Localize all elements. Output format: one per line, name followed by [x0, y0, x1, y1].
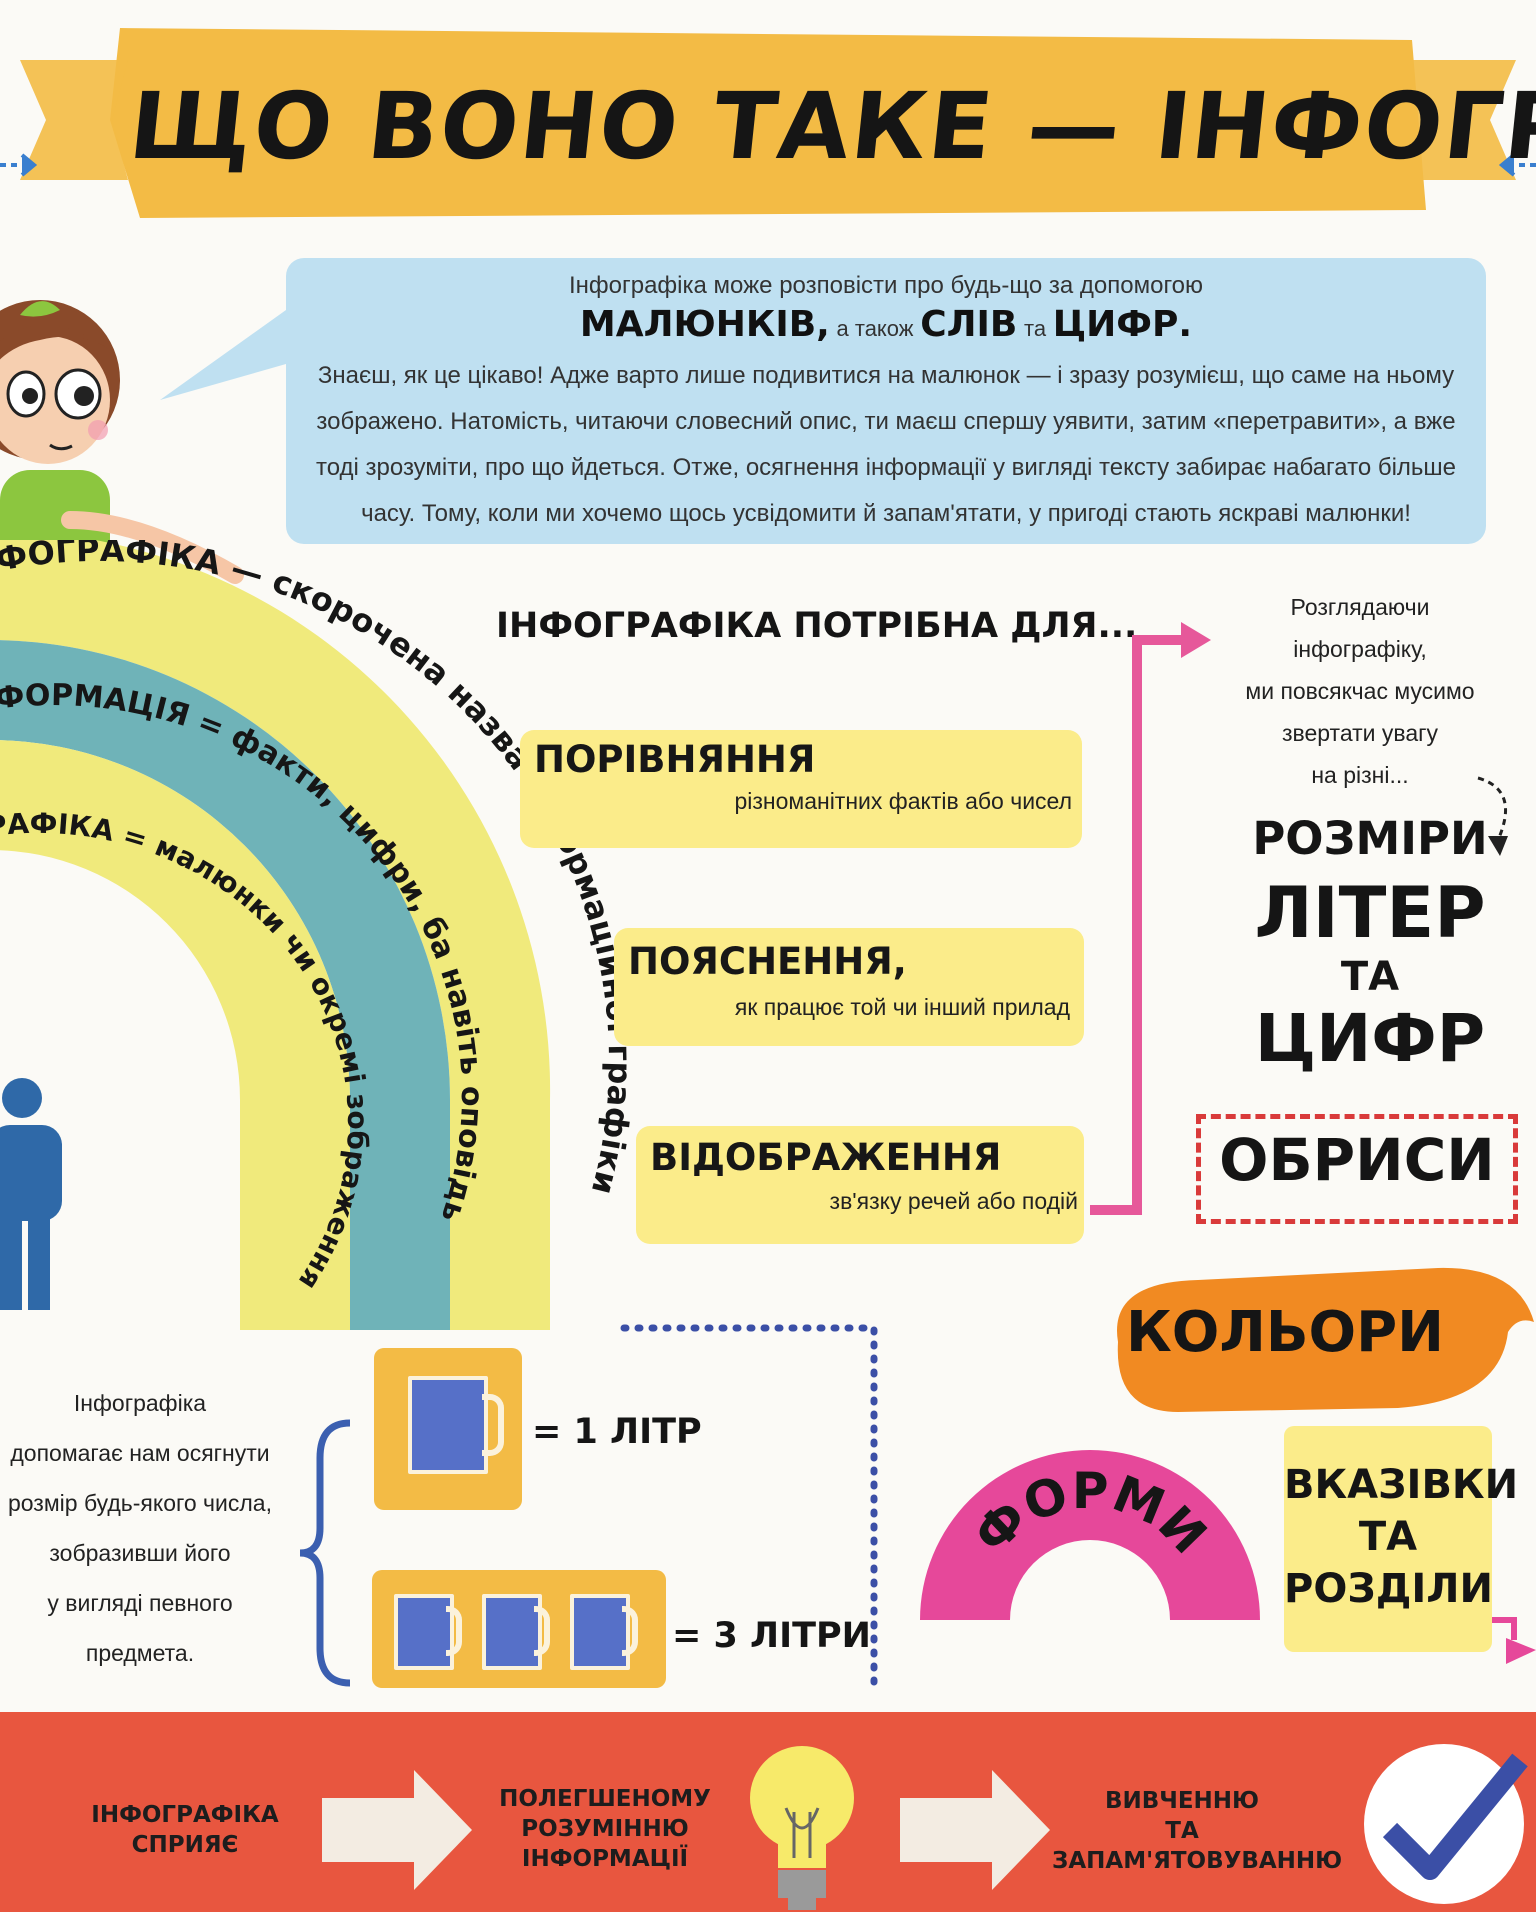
right-intro-line: інфографіку,: [1293, 636, 1427, 662]
bubble-keywords: МАЛЮНКІВ, а також СЛІВ та ЦИФР.: [286, 304, 1486, 345]
bottom-step3-line: ЗАПАМ'ЯТОВУВАННЮ: [1052, 1848, 1343, 1874]
bubble-tail: [160, 300, 300, 400]
bottom-step2-line: ПОЛЕГШЕНОМУ: [499, 1786, 711, 1812]
pointers-line1: ВКАЗІВКИ: [1284, 1462, 1519, 1508]
jar-icon: [482, 1594, 542, 1670]
jar-handle: [622, 1606, 638, 1656]
right-intro-line: на різні...: [1311, 762, 1409, 788]
liters-note-line: допомагає нам осягнути: [10, 1440, 270, 1466]
page-title: ЩО ВОНО ТАКЕ — ІНФОГРАФІКА?: [124, 73, 1536, 180]
liters-note-line: Інфографіка: [73, 1390, 207, 1416]
arrow-left-icon: [0, 153, 38, 177]
brace-icon: [300, 1419, 351, 1687]
bubble-paragraph-line: зображено. Натомість, читаючи словесний …: [316, 408, 1456, 435]
need-title: ПОРІВНЯННЯ: [534, 738, 816, 781]
jar-icon: [570, 1594, 630, 1670]
checkmark-icon: [1364, 1744, 1528, 1904]
dotted-connector: [620, 1324, 878, 1686]
arrow-right-icon: [900, 1770, 1050, 1890]
bubble-paragraph-line: тоді зрозуміти, про що йдеться. Отже, ос…: [315, 454, 1457, 481]
bottom-step1: ІНФОГРАФІКА СПРИЯЄ: [80, 1800, 290, 1860]
bottom-step3: ВИВЧЕННЮ ТА ЗАПАМ'ЯТОВУВАННЮ: [1052, 1786, 1343, 1876]
sizes-line2: ЛІТЕР: [1254, 872, 1486, 954]
speech-bubble: Інфографіка може розповісти про будь-що …: [286, 258, 1486, 544]
pointers-line3: РОЗДІЛИ: [1284, 1566, 1493, 1612]
jar-icon: [394, 1594, 454, 1670]
sizes-line1: РОЗМІРИ: [1252, 812, 1488, 865]
one-liter-label: = 1 ЛІТР: [532, 1412, 702, 1452]
need-item: [614, 928, 1084, 1046]
jar-box-one: [374, 1348, 522, 1510]
person-icon: [0, 1078, 62, 1310]
pointers-line2: ТА: [1358, 1514, 1418, 1560]
bottom-step2-line: ІНФОРМАЦІЇ: [521, 1846, 689, 1872]
colors-label: КОЛЬОРИ: [1125, 1300, 1445, 1365]
jar-handle: [482, 1394, 504, 1456]
connector-also: а також: [836, 316, 914, 341]
arrow-right-icon: [322, 1770, 472, 1890]
bottom-step3-line: ТА: [1165, 1818, 1199, 1844]
bottom-step2: ПОЛЕГШЕНОМУ РОЗУМІННЮ ІНФОРМАЦІЇ: [480, 1784, 730, 1874]
bottom-step1-line: ІНФОГРАФІКА: [91, 1802, 279, 1828]
keyword-numbers: ЦИФР.: [1052, 304, 1193, 345]
liters-note: Інфографіка допомагає нам осягнути розмі…: [0, 1378, 280, 1678]
pointers-box: [1284, 1426, 1492, 1652]
need-title: ВІДОБРАЖЕННЯ: [650, 1136, 1002, 1179]
jar-handle: [534, 1606, 550, 1656]
sizes-line4: ЦИФР: [1254, 1000, 1486, 1077]
right-intro-line: Розглядаючи: [1290, 594, 1430, 620]
three-liters-label: = 3 ЛІТРИ: [672, 1616, 871, 1656]
right-intro-line: ми повсякчас мусимо: [1245, 678, 1475, 704]
keyword-words: СЛІВ: [920, 304, 1018, 345]
bubble-paragraph-line: часу. Тому, коли ми хочемо щось усвідоми…: [361, 500, 1411, 527]
bubble-intro: Інфографіка може розповісти про будь-що …: [568, 272, 1204, 299]
right-intro: Розглядаючи інфографіку, ми повсякчас му…: [1210, 586, 1510, 796]
jar-box-three: [372, 1570, 666, 1688]
pink-arrow-icon: [1090, 622, 1211, 1215]
need-subtitle: зв'язку речей або подій: [829, 1188, 1078, 1214]
outlines-label: ОБРИСИ: [1219, 1126, 1495, 1194]
bottom-step1-line: СПРИЯЄ: [131, 1832, 239, 1858]
rainbow-diagram: ІНФОГРАФІКА — скорочена назва інформацій…: [0, 540, 639, 1330]
liters-note-line: розмір будь-якого числа,: [7, 1490, 272, 1516]
outlines-box: [1196, 1114, 1518, 1224]
bottom-step2-line: РОЗУМІННЮ: [521, 1816, 689, 1842]
need-title: ПОЯСНЕННЯ,: [628, 940, 907, 983]
sizes-line3: ТА: [1340, 954, 1400, 1000]
liters-note-line: предмета.: [85, 1640, 195, 1666]
lightbulb-icon: [750, 1746, 854, 1910]
title-banner: [0, 28, 1536, 218]
need-subtitle: різноманітних фактів або чисел: [734, 788, 1072, 814]
need-item: [520, 730, 1082, 848]
bubble-paragraph-line: Знаєш, як це цікаво! Адже варто лише под…: [317, 362, 1455, 389]
colors-blob: [1117, 1267, 1534, 1412]
need-subtitle: як працює той чи інший прилад: [734, 994, 1070, 1020]
arrow-right-icon: [1498, 153, 1536, 177]
curved-arrow-icon: [1477, 776, 1508, 856]
liters-note-line: зобразивши його: [49, 1540, 231, 1566]
jar-icon: [408, 1376, 488, 1474]
liters-note-line: у вигляді певного: [47, 1590, 233, 1616]
keyword-pictures: МАЛЮНКІВ,: [579, 304, 830, 345]
bottom-step3-line: ВИВЧЕННЮ: [1104, 1788, 1260, 1814]
needs-heading: ІНФОГРАФІКА ПОТРІБНА ДЛЯ...: [496, 606, 1138, 646]
shapes-arch: ФОРМИ: [920, 1450, 1260, 1620]
connector-and: та: [1024, 316, 1047, 341]
need-item: [636, 1126, 1084, 1244]
pointer-arrow-icon: [1492, 1617, 1536, 1664]
right-intro-line: звертати увагу: [1281, 720, 1439, 746]
jar-handle: [446, 1606, 462, 1656]
